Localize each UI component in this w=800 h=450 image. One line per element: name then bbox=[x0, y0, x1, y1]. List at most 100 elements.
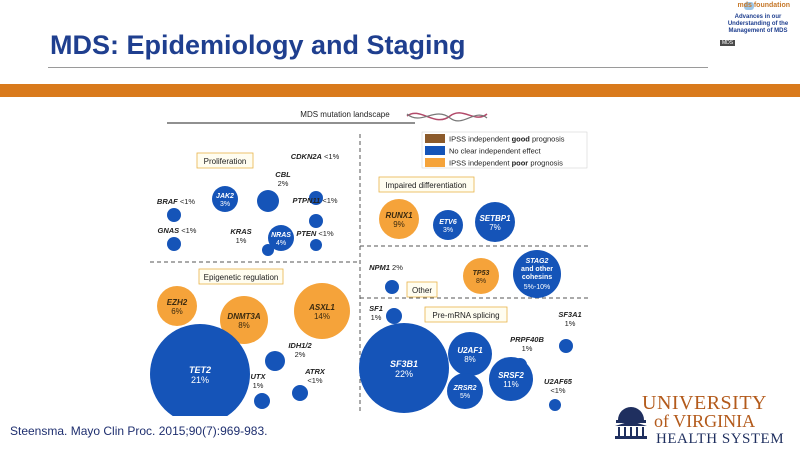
legend-item-neutral: No clear independent effect bbox=[425, 146, 542, 156]
gene-atrx: ATRX<1% bbox=[292, 367, 326, 401]
gene-bubble bbox=[167, 208, 181, 222]
gene-percent: 21% bbox=[191, 375, 209, 385]
gene-percent: <1% bbox=[550, 386, 566, 395]
gene-bubble bbox=[310, 239, 322, 251]
gene-bubble bbox=[549, 399, 561, 411]
svg-text:Epigenetic regulation: Epigenetic regulation bbox=[204, 273, 279, 282]
gene-bubble bbox=[262, 244, 274, 256]
gene-bubble bbox=[386, 308, 402, 324]
gene-percent: 22% bbox=[395, 369, 413, 379]
gene-name-line: STAG2 bbox=[526, 258, 549, 265]
gene-percent: 1% bbox=[565, 319, 576, 328]
orange-banner bbox=[0, 84, 800, 97]
gene-label: NPM1 2% bbox=[369, 263, 403, 272]
legend: IPSS independent good prognosis No clear… bbox=[421, 131, 588, 169]
gene-bubble bbox=[447, 373, 483, 409]
gene-name: SRSF2 bbox=[498, 371, 524, 380]
gene-idh1-2: IDH1/22% bbox=[265, 341, 312, 371]
gene-percent: 6% bbox=[171, 307, 183, 316]
gene-label: SF1 bbox=[369, 304, 383, 313]
citation: Steensma. Mayo Clin Proc. 2015;90(7):969… bbox=[10, 424, 268, 438]
gene-bubble bbox=[150, 324, 250, 416]
gene-percent: 1% bbox=[522, 344, 533, 353]
group-label-impaired-differentiation: Impaired differentiation bbox=[378, 176, 475, 193]
gene-bubble bbox=[265, 351, 285, 371]
gene-label: PTPN11 <1% bbox=[292, 196, 337, 205]
gene-label: PTEN <1% bbox=[296, 229, 334, 238]
gene-name: EZH2 bbox=[167, 298, 188, 307]
gene-percent: 11% bbox=[503, 380, 518, 389]
gene-percent: 1% bbox=[253, 381, 264, 390]
gene-bubble bbox=[294, 283, 350, 339]
gene-name: SETBP1 bbox=[479, 214, 511, 223]
gene-ptpn11: PTPN11 <1% bbox=[292, 196, 338, 228]
gene-name: DNMT3A bbox=[227, 312, 261, 321]
gene-bubble bbox=[513, 250, 561, 298]
title-rule bbox=[48, 67, 708, 68]
gene-label: IDH1/2 bbox=[288, 341, 312, 350]
uva-logo-health-system: HEALTH SYSTEM bbox=[656, 431, 785, 447]
gene-name: U2AF1 bbox=[457, 346, 483, 355]
gene-percent: <1% bbox=[307, 376, 323, 385]
gene-bubble bbox=[292, 385, 308, 401]
gene-npm1: NPM1 2% bbox=[369, 263, 403, 294]
gene-label: CBL bbox=[275, 170, 291, 179]
gene-bubble bbox=[379, 199, 419, 239]
uva-logo-university: UNIVERSITY bbox=[642, 392, 767, 414]
gene-cdkn2a: CDKN2A <1% bbox=[291, 152, 340, 205]
mds-tag: MDS bbox=[720, 40, 736, 46]
gene-percent: 8% bbox=[476, 278, 486, 285]
gene-bubble bbox=[475, 202, 515, 242]
uva-health-system-logo: UNIVERSITY of VIRGINIA HEALTH SYSTEM bbox=[612, 392, 800, 450]
svg-text:Proliferation: Proliferation bbox=[204, 157, 247, 166]
gene-name: JAK2 bbox=[216, 193, 234, 200]
gene-name: RUNX1 bbox=[385, 211, 413, 220]
svg-text:Pre-mRNA splicing: Pre-mRNA splicing bbox=[432, 311, 499, 320]
slide-title: MDS: Epidemiology and Staging bbox=[50, 30, 466, 60]
gene-percent: 3% bbox=[443, 227, 453, 234]
gene-bubble bbox=[463, 258, 499, 294]
gene-pten: PTEN <1% bbox=[296, 229, 334, 251]
dna-helix-icon bbox=[406, 112, 488, 122]
gene-name: TET2 bbox=[189, 365, 211, 375]
gene-bubble bbox=[220, 296, 268, 344]
gene-bubble bbox=[268, 225, 294, 251]
gene-bubble bbox=[433, 210, 463, 240]
svg-text:Impaired differentiation: Impaired differentiation bbox=[385, 181, 466, 190]
gene-u2af65: U2AF65<1% bbox=[544, 377, 573, 411]
gene-bubble bbox=[489, 357, 533, 401]
gene-label: U2AF65 bbox=[544, 377, 573, 386]
uva-logo-virginia: of VIRGINIA bbox=[654, 411, 756, 431]
gene-bubble bbox=[359, 323, 449, 413]
group-label-proliferation: Proliferation bbox=[196, 152, 254, 169]
gene-percent: 3% bbox=[220, 201, 230, 208]
gene-name: ETV6 bbox=[439, 219, 457, 226]
gene-percent: 9% bbox=[393, 220, 405, 229]
gene-label: KRAS bbox=[230, 227, 251, 236]
gene-percent: 5% bbox=[460, 393, 470, 400]
gene-bubble bbox=[257, 190, 279, 212]
gene-bubble bbox=[448, 332, 492, 376]
gene-label: ATRX bbox=[304, 367, 326, 376]
gene-name-line: cohesins bbox=[522, 274, 552, 281]
svg-text:IPSS independent good prognosi: IPSS independent good prognosis bbox=[449, 135, 565, 144]
svg-text:IPSS independent poor prognosi: IPSS independent poor prognosis bbox=[449, 159, 563, 168]
gene-bubble bbox=[254, 393, 270, 409]
gene-braf: BRAF <1% bbox=[157, 197, 195, 222]
